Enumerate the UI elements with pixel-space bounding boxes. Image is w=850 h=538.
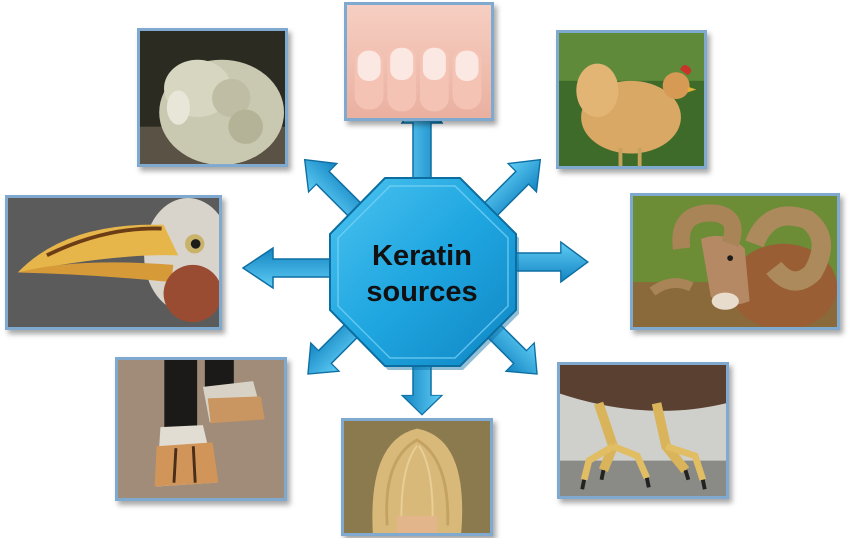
sheep-photo bbox=[137, 28, 288, 167]
sheep-icon bbox=[140, 31, 285, 164]
hair-photo bbox=[341, 418, 493, 536]
talon-icon bbox=[560, 365, 726, 496]
fingernails-photo bbox=[344, 2, 494, 121]
center-title: Keratin sources bbox=[330, 182, 514, 366]
ram-horn-icon bbox=[633, 196, 837, 327]
talons-photo bbox=[557, 362, 729, 499]
chicken-icon bbox=[559, 33, 704, 166]
center-title-line2: sources bbox=[366, 276, 478, 308]
hooves-photo bbox=[115, 357, 287, 501]
beak-icon bbox=[8, 198, 219, 327]
ram-photo bbox=[630, 193, 840, 330]
arrow-left bbox=[242, 247, 336, 289]
hoof-icon bbox=[118, 360, 284, 498]
center-title-line1: Keratin bbox=[372, 240, 472, 272]
hornbill-photo bbox=[5, 195, 222, 330]
fingernails-icon bbox=[347, 5, 491, 118]
hair-icon bbox=[344, 421, 490, 533]
chicken-photo bbox=[556, 30, 707, 169]
